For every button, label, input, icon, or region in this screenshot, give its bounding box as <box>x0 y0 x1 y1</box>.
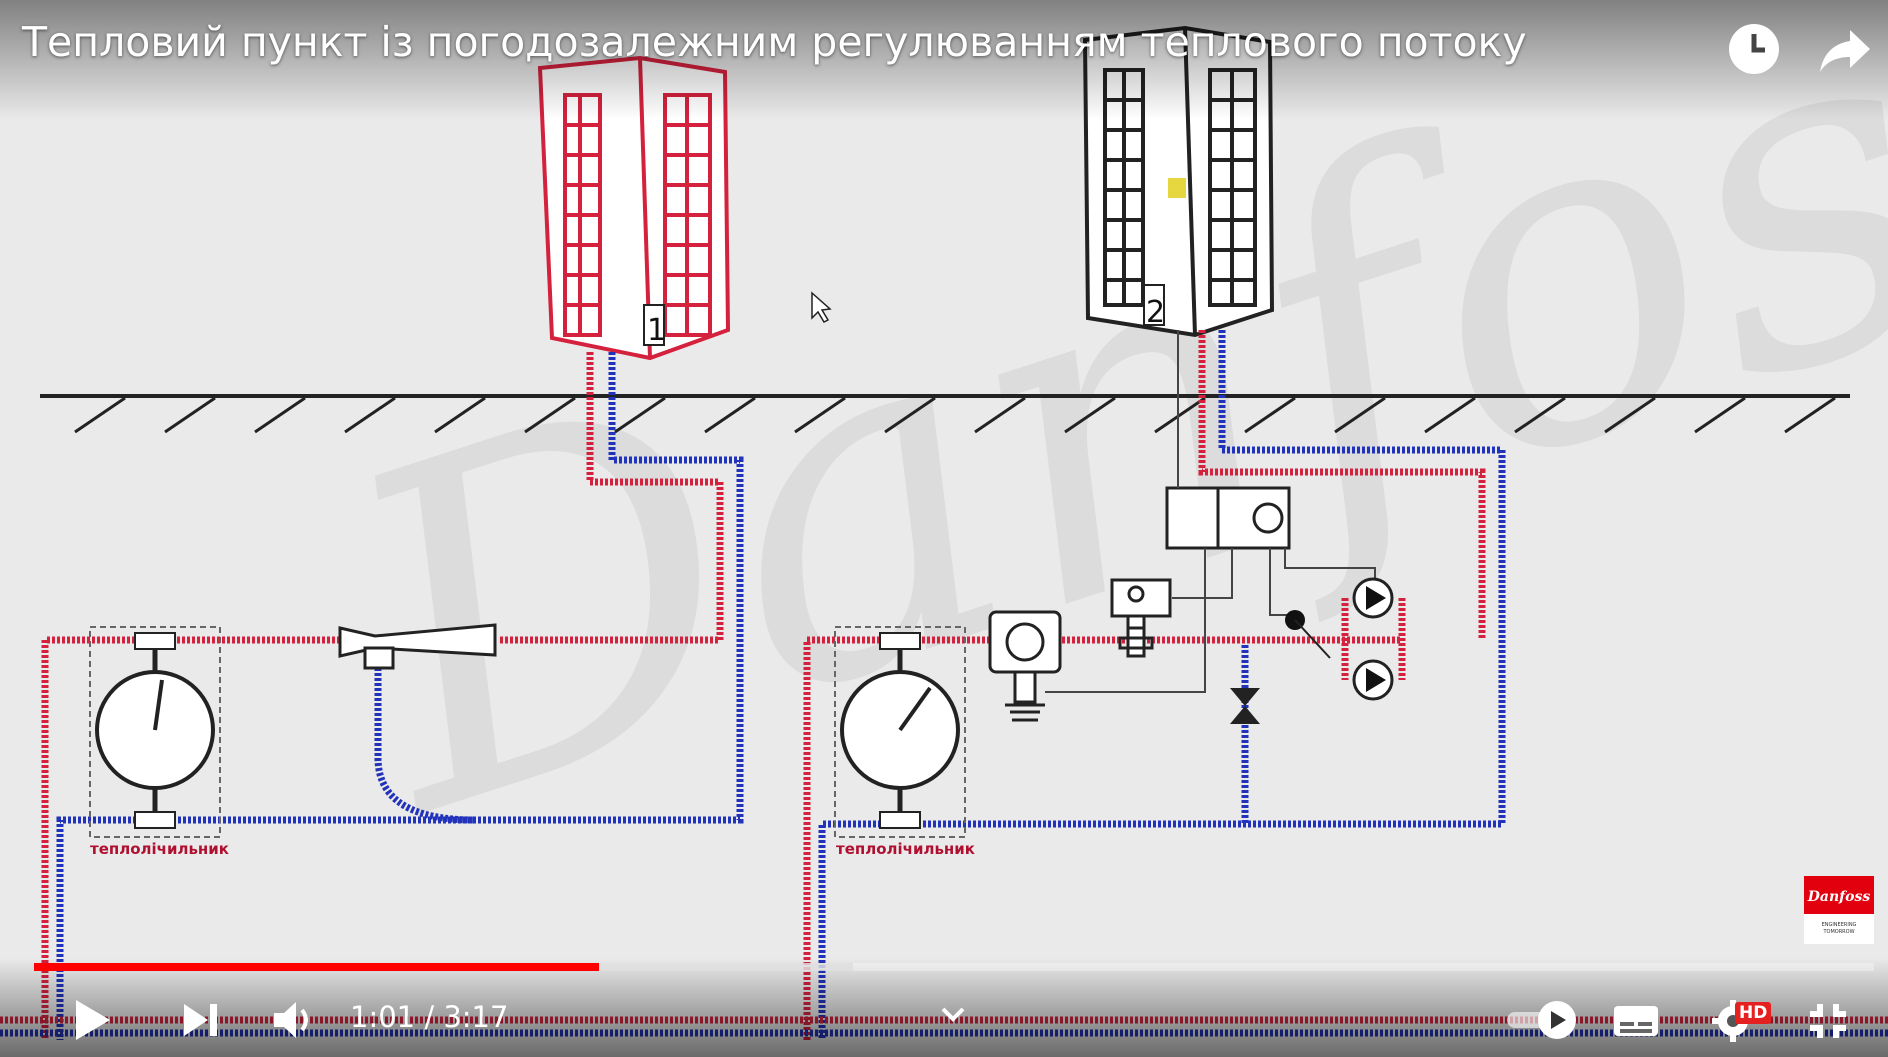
player-controls <box>0 958 1888 1057</box>
subtitles-icon[interactable] <box>1612 1004 1660 1038</box>
top-gradient <box>0 0 1888 120</box>
circulation-pump-2 <box>1352 659 1394 701</box>
share-icon[interactable] <box>1816 20 1874 78</box>
svg-text:ENGINEERING: ENGINEERING <box>1822 922 1857 928</box>
building-1 <box>537 55 731 361</box>
autoplay-toggle-icon[interactable] <box>1505 1000 1585 1040</box>
weather-controller <box>1165 486 1291 550</box>
differential-pressure-regulator <box>988 610 1062 722</box>
danfoss-logo: Danfoss ENGINEERING TOMORROW <box>1804 876 1874 944</box>
building-2 <box>1082 25 1275 338</box>
pipes <box>0 330 1888 1040</box>
svg-text:TOMORROW: TOMORROW <box>1822 929 1854 935</box>
exit-fullscreen-icon[interactable] <box>1808 1002 1848 1040</box>
video-title[interactable]: Тепловий пункт із погодозалежним регулюв… <box>22 18 1527 66</box>
heat-meter-left <box>89 626 221 838</box>
progress-played <box>34 963 599 971</box>
building-1-number: 1 <box>647 313 666 348</box>
mouse-cursor-icon <box>811 291 832 323</box>
volume-icon[interactable] <box>272 1000 318 1040</box>
time-display: 1:01 / 3:17 <box>350 1000 509 1034</box>
svg-text:Danfoss: Danfoss <box>1807 889 1871 905</box>
outdoor-sensor <box>1168 178 1186 198</box>
circulation-pump-1 <box>1352 577 1394 619</box>
pressure-regulator-left <box>338 623 497 670</box>
hd-badge: HD <box>1735 1002 1772 1024</box>
heat-meter-right-label: теплолічильник <box>836 840 975 858</box>
progress-bar[interactable] <box>34 963 1874 971</box>
heat-meter-right <box>834 626 966 838</box>
balancing-valve <box>1230 688 1260 724</box>
play-icon[interactable] <box>72 998 112 1042</box>
next-icon[interactable] <box>182 1002 220 1038</box>
clock-icon[interactable] <box>1725 20 1783 78</box>
heat-meter-left-label: теплолічильник <box>90 840 229 858</box>
chevron-down-icon[interactable] <box>940 1006 966 1024</box>
building-2-number: 2 <box>1146 295 1165 330</box>
control-valve-actuator <box>1110 578 1172 658</box>
control-wires <box>1045 330 1376 693</box>
ground-hatching <box>74 396 1836 434</box>
